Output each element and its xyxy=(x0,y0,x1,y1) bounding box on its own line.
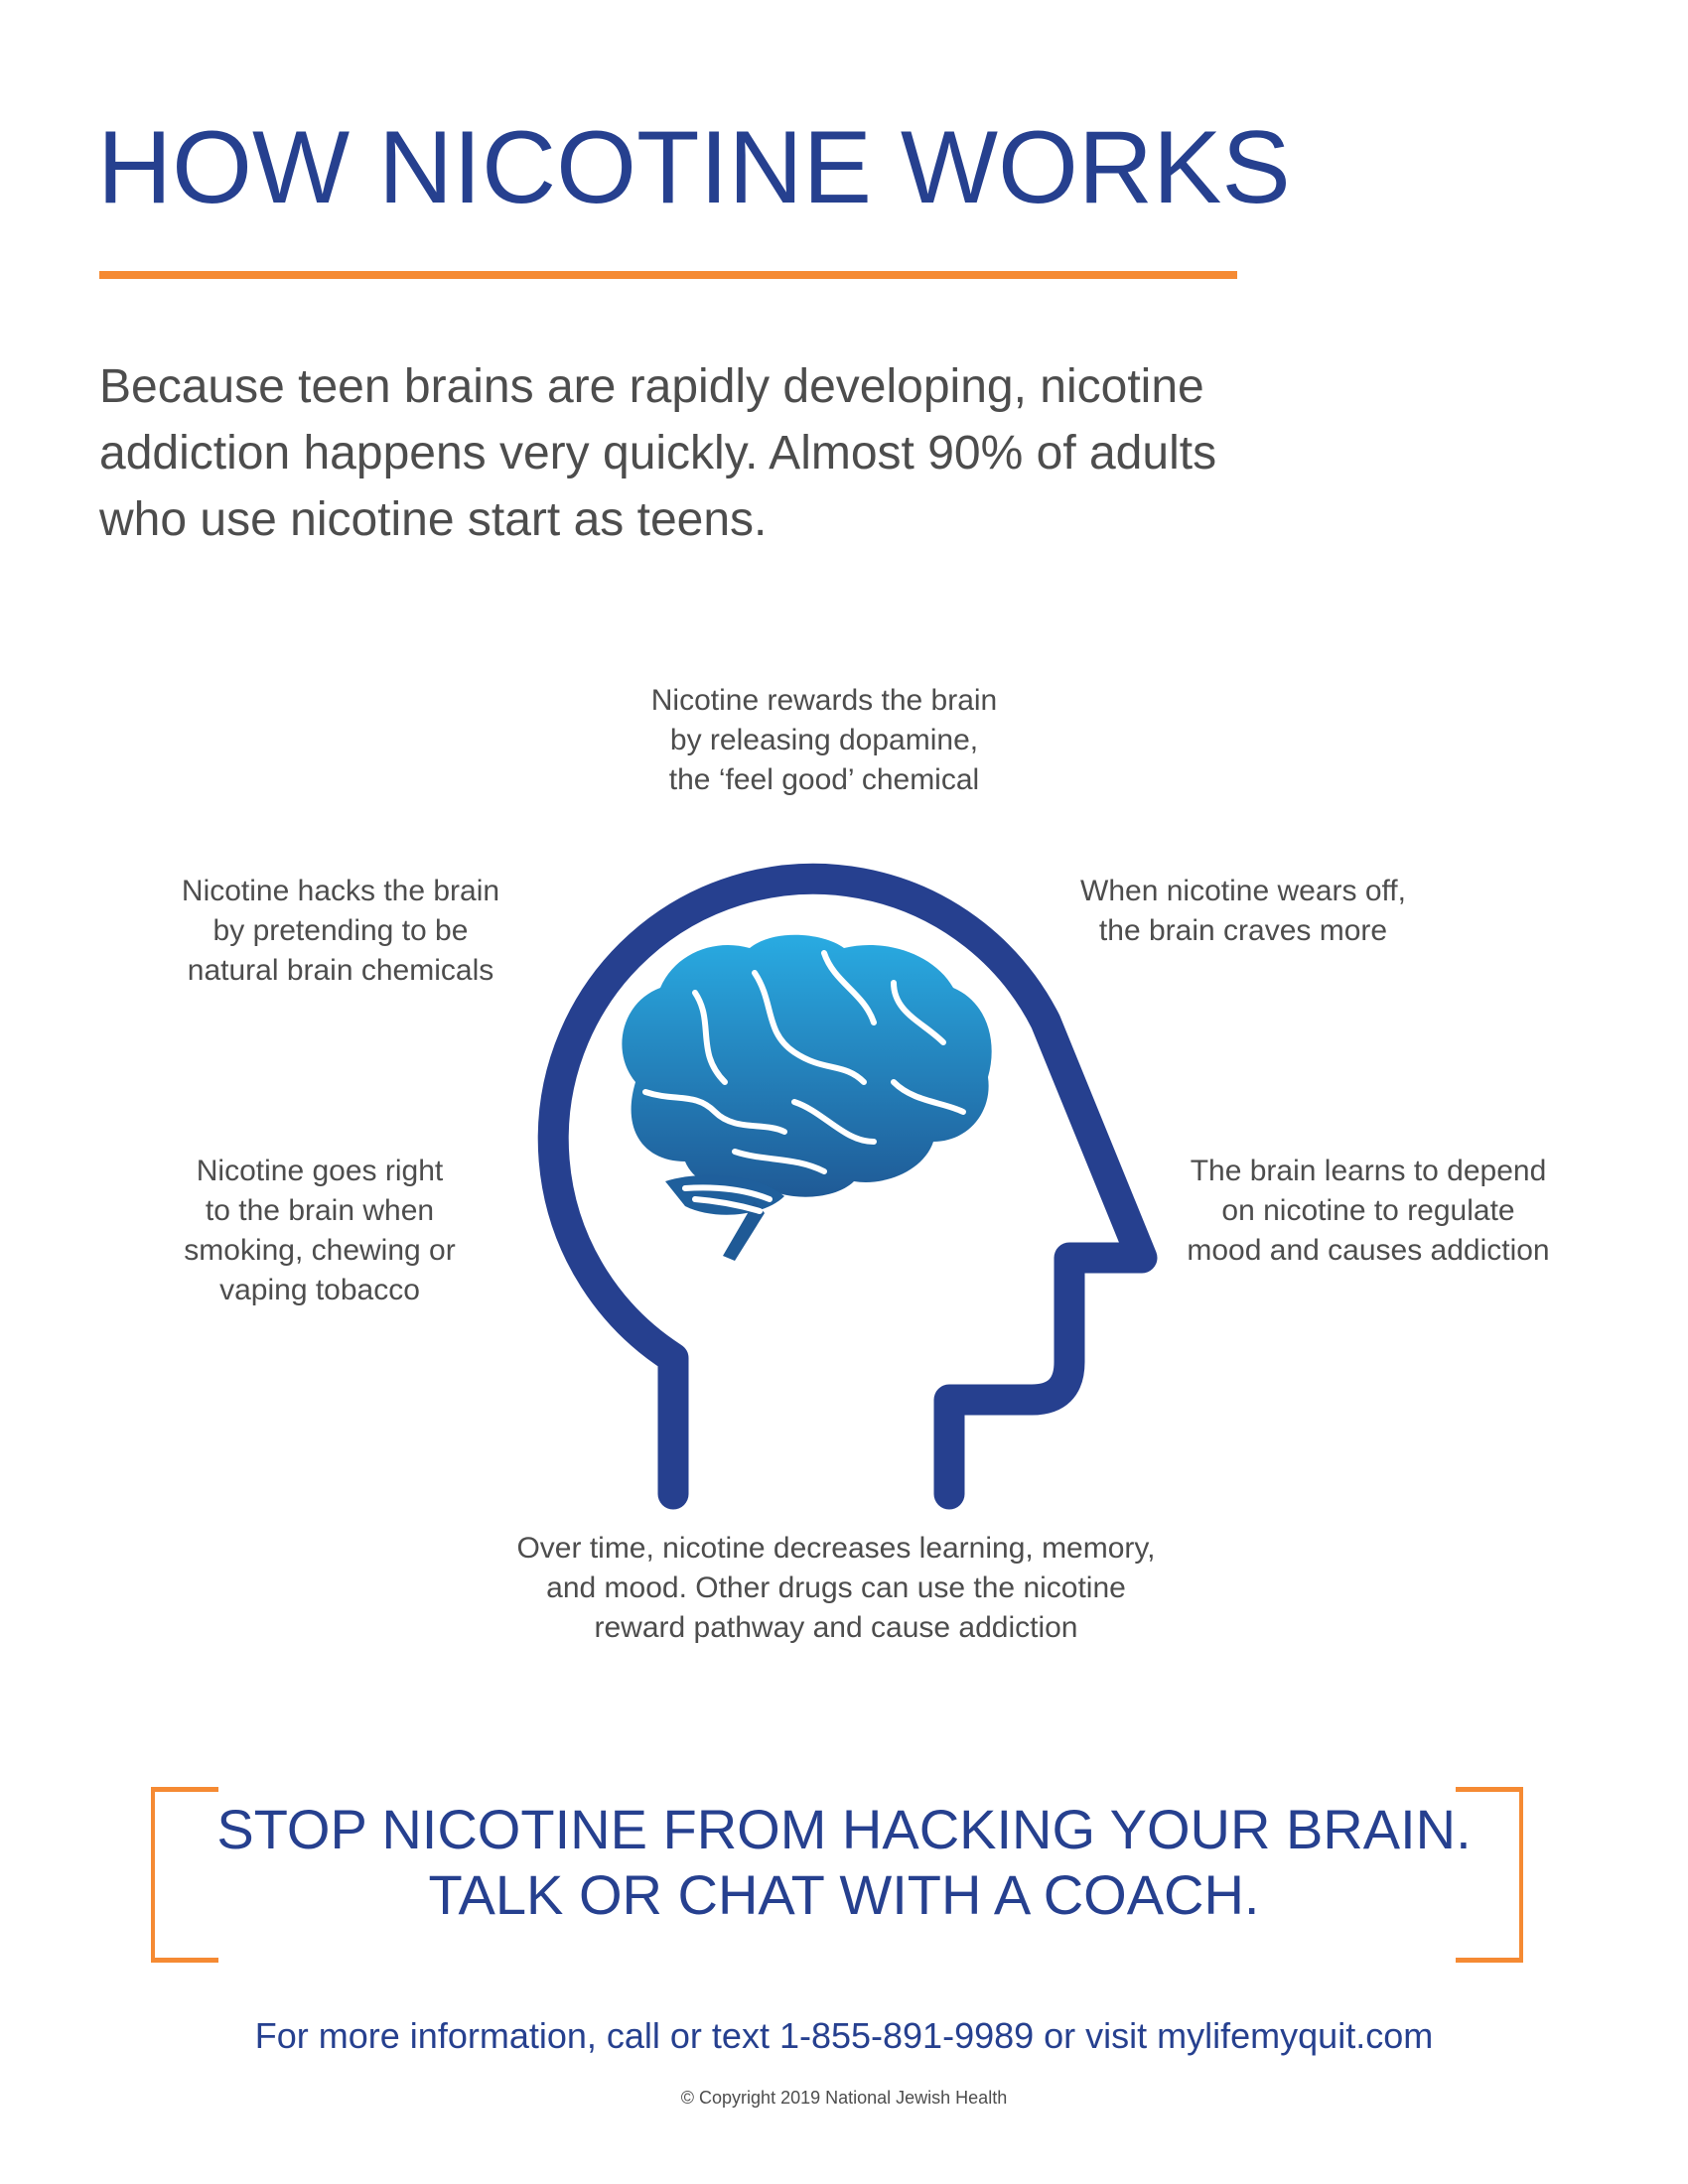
callout-line: to the brain when xyxy=(205,1194,435,1227)
callout-line: the brain craves more xyxy=(1098,914,1388,947)
brain-icon xyxy=(622,934,992,1261)
callout-line: The brain learns to depend xyxy=(1190,1155,1547,1187)
callout-cravings: When nicotine wears off, the brain crave… xyxy=(1080,872,1406,951)
callout-line: When nicotine wears off, xyxy=(1080,875,1406,907)
callout-goes-to-brain: Nicotine goes right to the brain when sm… xyxy=(184,1152,455,1310)
callout-dopamine: Nicotine rewards the brain by releasing … xyxy=(651,681,998,800)
callout-line: mood and causes addiction xyxy=(1187,1234,1550,1267)
callout-dependence: The brain learns to depend on nicotine t… xyxy=(1187,1152,1549,1271)
intro-paragraph: Because teen brains are rapidly developi… xyxy=(99,353,1489,553)
callout-line: reward pathway and cause addiction xyxy=(594,1611,1078,1644)
intro-line: who use nicotine start as teens. xyxy=(99,493,768,546)
right-bracket xyxy=(1456,1787,1523,1963)
callout-hacks-brain: Nicotine hacks the brain by pretending t… xyxy=(182,872,499,991)
callout-long-term: Over time, nicotine decreases learning, … xyxy=(516,1529,1155,1648)
page-title: HOW NICOTINE WORKS xyxy=(97,110,1291,225)
contact-info: For more information, call or text 1-855… xyxy=(254,2015,1434,2056)
cta-line: TALK OR CHAT WITH A COACH. xyxy=(428,1863,1260,1926)
left-bracket xyxy=(151,1787,218,1963)
title-divider xyxy=(99,271,1237,279)
callout-line: the ‘feel good’ chemical xyxy=(668,763,980,796)
callout-line: vaping tobacco xyxy=(219,1274,420,1306)
callout-line: smoking, chewing or xyxy=(184,1234,456,1267)
callout-line: Over time, nicotine decreases learning, … xyxy=(516,1532,1156,1565)
head-outline-icon xyxy=(537,863,1158,1510)
callout-line: by releasing dopamine, xyxy=(669,724,979,756)
callout-line: Nicotine goes right xyxy=(196,1155,444,1187)
callout-line: Nicotine rewards the brain xyxy=(650,684,998,717)
callout-line: and mood. Other drugs can use the nicoti… xyxy=(546,1571,1126,1604)
callout-line: by pretending to be xyxy=(212,914,469,947)
callout-line: Nicotine hacks the brain xyxy=(181,875,500,907)
cta-line: STOP NICOTINE FROM HACKING YOUR BRAIN. xyxy=(216,1798,1472,1860)
callout-line: natural brain chemicals xyxy=(187,954,494,987)
call-to-action: STOP NICOTINE FROM HACKING YOUR BRAIN. T… xyxy=(0,1797,1688,1928)
intro-line: Because teen brains are rapidly developi… xyxy=(99,360,1204,413)
callout-line: on nicotine to regulate xyxy=(1221,1194,1515,1227)
copyright: © Copyright 2019 National Jewish Health xyxy=(680,2088,1008,2108)
intro-line: addiction happens very quickly. Almost 9… xyxy=(99,427,1217,479)
